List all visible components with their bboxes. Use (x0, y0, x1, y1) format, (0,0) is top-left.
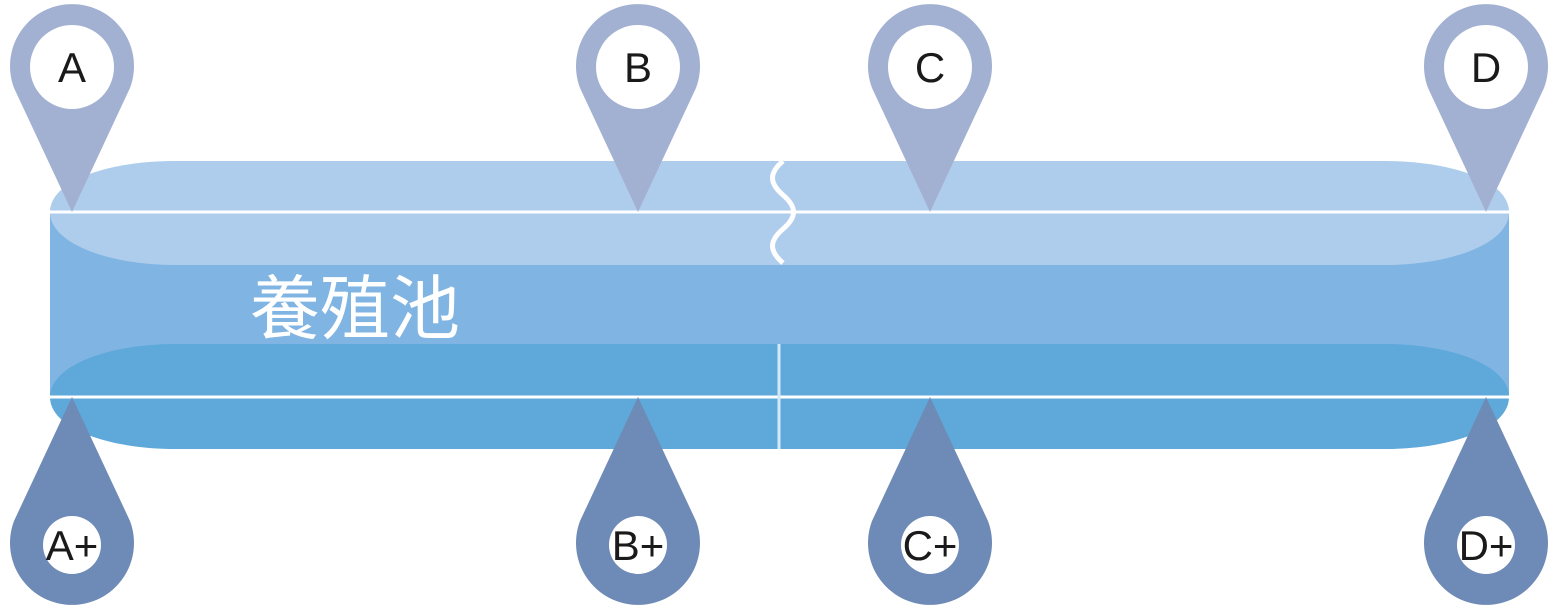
pin-bottom-c: C+ (867, 397, 993, 605)
pin-bottom-b-label: B+ (612, 522, 665, 569)
pin-top-a: A (9, 4, 134, 213)
pin-bottom-c-face (901, 516, 959, 574)
pin-bottom-a: A+ (9, 397, 134, 605)
pin-bottom-b: B+ (576, 397, 700, 605)
pool-body: 養殖池 (50, 159, 1509, 449)
pin-top-c-face (888, 25, 972, 109)
pin-top-a-label: A (58, 44, 86, 91)
pin-bottom-b-shape (576, 397, 700, 605)
pin-bottom-d-shape (1423, 397, 1548, 605)
pin-bottom-a-shape (9, 397, 134, 605)
pin-bottom-c-shape (867, 397, 993, 605)
pin-top-d: D (1423, 4, 1548, 213)
pin-top-d-face (1444, 25, 1528, 109)
pin-top-b-face (596, 25, 680, 109)
pin-top-c: C (868, 4, 993, 212)
pin-bottom-d-label: D+ (1459, 522, 1514, 569)
pin-top-b-label: B (624, 44, 652, 91)
pin-bottom-a-label: A+ (46, 522, 99, 569)
pin-top-c-label: C (915, 44, 945, 91)
pin-bottom-b-face (609, 516, 667, 574)
break-symbol (770, 159, 796, 265)
pin-top-a-face (30, 25, 114, 109)
pin-top-d-label: D (1471, 44, 1501, 91)
pin-bottom-a-face (43, 516, 101, 574)
pin-bottom-d: D+ (1423, 397, 1548, 605)
pin-bottom-d-face (1457, 516, 1515, 574)
pool-title: 養殖池 (250, 268, 460, 350)
pin-top-b: B (576, 4, 700, 213)
pin-bottom-c-label: C+ (903, 522, 958, 569)
